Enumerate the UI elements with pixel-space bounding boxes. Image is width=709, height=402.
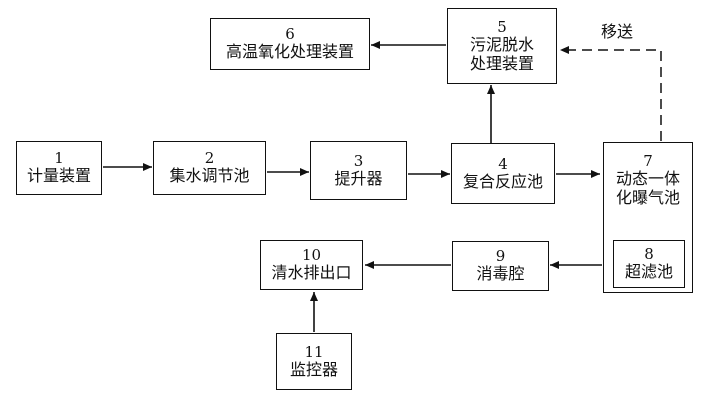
node-3-number: 3 [353,151,364,170]
node-7-label-line2: 化曝气池 [615,187,680,207]
transfer-annotation: 移送 [601,22,634,41]
node-10-label: 清水排出口 [271,263,352,283]
node-8-label: 超滤池 [624,262,673,282]
node-5-label-line2: 处理装置 [469,53,534,73]
node-4-number: 4 [498,154,508,173]
node-8-ultrafiltration-tank: 8 超滤池 [613,240,685,288]
node-6-label: 高温氧化处理装置 [225,42,354,62]
node-9-number: 9 [495,247,506,266]
node-7-label-line1: 动态一体 [615,169,680,189]
node-8-number: 8 [644,245,654,264]
node-3-lifter: 3 提升器 [310,141,407,200]
node-2-number: 2 [204,149,215,168]
node-3-label: 提升器 [334,168,383,188]
node-4-label: 复合反应池 [462,171,543,191]
node-9-label: 消毒腔 [476,264,525,284]
node-5-sludge-dewatering: 5 污泥脱水 处理装置 [447,8,557,84]
node-1-number: 1 [54,149,64,168]
node-6-number: 6 [285,25,295,44]
node-9-disinfection-chamber: 9 消毒腔 [452,241,549,291]
node-2-collection-tank: 2 集水调节池 [153,141,266,195]
node-2-label: 集水调节池 [169,166,250,186]
node-1-label: 计量装置 [26,166,91,186]
node-1-metering-device: 1 计量装置 [16,141,102,195]
node-7-number: 7 [643,152,653,170]
dashed-transfer-line [560,46,662,141]
node-10-clean-water-outlet: 10 清水排出口 [260,240,363,290]
node-11-label: 监控器 [289,359,338,379]
node-6-high-temp-oxidation: 6 高温氧化处理装置 [210,18,370,70]
node-4-composite-reaction-tank: 4 复合反应池 [451,143,555,204]
node-11-number: 11 [304,342,324,361]
node-5-label-line1: 污泥脱水 [469,35,534,55]
node-11-monitor: 11 监控器 [276,333,352,390]
node-10-number: 10 [301,246,322,265]
node-5-number: 5 [497,17,507,36]
